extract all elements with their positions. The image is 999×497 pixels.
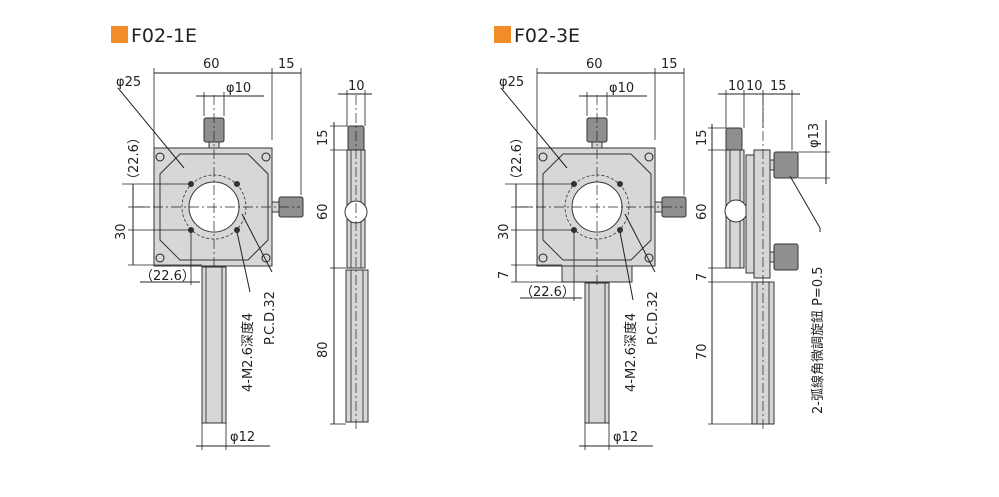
tap-hole	[617, 181, 623, 187]
dim-thread: 4-M2.6深度4	[623, 313, 639, 392]
dim-thread: 4-M2.6深度4	[240, 313, 256, 392]
dim-width-15: 15	[278, 57, 295, 72]
tap-hole	[234, 181, 240, 187]
mount-hole	[538, 152, 548, 162]
side-post	[345, 269, 369, 423]
side-view-f02-1e: 10 15 60 80	[316, 79, 372, 430]
mount-hole	[261, 152, 271, 162]
dim-phi25: φ25	[499, 75, 524, 90]
title-f02-3e: F02-3E	[514, 25, 580, 47]
mount-hole	[644, 152, 654, 162]
knob-shaft	[769, 159, 775, 171]
dim-side-phi13: φ13	[807, 123, 822, 148]
dim-vertical-30: 30	[497, 223, 512, 240]
mount-hole	[261, 253, 271, 263]
view-f02-3e: F02-3E	[494, 25, 830, 450]
dim-side-10b: 10	[746, 79, 763, 94]
front-view-f02-1e	[135, 95, 304, 424]
dimensions-f02-3e: 60 15 φ25 φ10 （22.6） 30 7 （22.6） 4-M2.6深…	[497, 57, 685, 450]
mount-hole	[538, 253, 548, 263]
mount-hole	[644, 253, 654, 263]
front-view-f02-3e	[518, 95, 687, 424]
dim-side-60: 60	[316, 203, 331, 220]
note-fine-adjust-knob: 2-弧線角微調旋鈕 P=0.5	[810, 266, 826, 414]
dim-pcd: P.C.D.32	[263, 291, 278, 345]
mid-plate	[745, 154, 755, 274]
dim-phi12: φ12	[230, 430, 255, 445]
dim-width-60: 60	[203, 57, 220, 72]
dim-side-80: 80	[316, 341, 331, 358]
view-f02-1e: F02-1E	[111, 25, 372, 450]
title-f02-1e: F02-1E	[131, 25, 197, 47]
mount-hole	[155, 152, 165, 162]
side-view-f02-3e: 10 10 15 φ13 15 60 7 70 2-弧線角微調旋鈕 P=0.5	[695, 79, 830, 430]
dim-horizontal-22-6: （22.6）	[520, 285, 575, 300]
dim-phi10: φ10	[609, 81, 634, 96]
leader-thread	[236, 231, 251, 293]
dim-phi10: φ10	[226, 81, 251, 96]
dim-horizontal-22-6: （22.6）	[140, 269, 195, 284]
dim-side-70: 70	[695, 343, 710, 360]
title-marker-f02-3e	[494, 26, 511, 43]
dim-side-10: 10	[348, 79, 365, 94]
leader-fine-knob	[789, 175, 821, 232]
mount-hole	[155, 253, 165, 263]
leader-thread	[619, 231, 634, 301]
tap-hole	[617, 227, 623, 233]
dim-width-15: 15	[661, 57, 678, 72]
leader-pcd	[624, 213, 656, 273]
dim-vertical-30: 30	[114, 223, 129, 240]
dimensions-f02-1e: 60 15 φ25 φ10 （22.6） 30 （22.6） 4-M2.6深度4…	[114, 57, 302, 450]
title-marker-f02-1e	[111, 26, 128, 43]
dim-side-15: 15	[316, 129, 331, 146]
leader-phi25	[500, 87, 568, 169]
dim-side-7: 7	[695, 273, 710, 281]
dim-pcd: P.C.D.32	[646, 291, 661, 345]
side-knob-circle	[724, 199, 748, 223]
dim-side-10a: 10	[728, 79, 745, 94]
dim-vertical-22-6: （22.6）	[127, 131, 142, 186]
leader-pcd	[241, 213, 273, 273]
rear-plate	[753, 149, 771, 279]
dim-phi12: φ12	[613, 430, 638, 445]
fine-adjust-knob-bottom	[773, 243, 799, 271]
tap-hole	[234, 227, 240, 233]
dim-width-60: 60	[586, 57, 603, 72]
leader-phi25	[117, 87, 185, 169]
knob-shaft	[769, 251, 775, 263]
dim-side-60: 60	[695, 203, 710, 220]
dim-side-15v: 15	[695, 129, 710, 146]
dim-phi25: φ25	[116, 75, 141, 90]
dim-side-15: 15	[770, 79, 787, 94]
dim-vertical-7: 7	[497, 271, 512, 279]
fine-adjust-knob-top	[773, 151, 799, 179]
dim-vertical-22-6: （22.6）	[510, 131, 525, 186]
side-top-knob	[725, 127, 743, 151]
